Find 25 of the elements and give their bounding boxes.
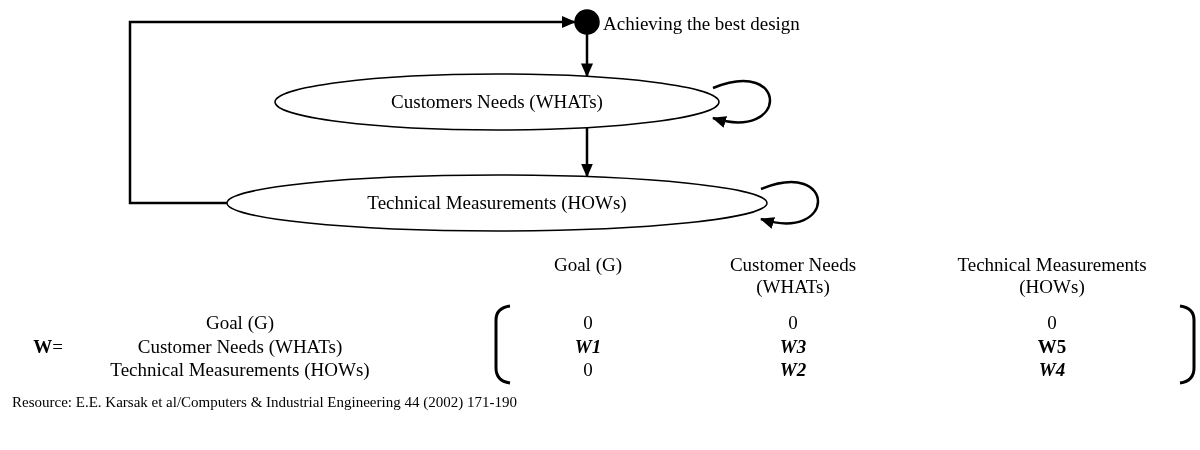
row-header: Goal (G)	[205, 312, 275, 334]
arrow	[581, 127, 593, 178]
node-caption: Achieving the best design	[603, 13, 800, 35]
loop-arrow	[712, 79, 772, 127]
matrix-entry: W3	[779, 336, 807, 358]
matrix-entry: 0	[788, 312, 798, 334]
column-header: Technical Measurements (HOWs)	[956, 254, 1148, 298]
matrix-name: W=	[33, 336, 63, 358]
matrix-entry: 0	[583, 359, 593, 381]
node-label: Technical Measurements (HOWs)	[367, 192, 627, 214]
arrow	[581, 34, 593, 78]
column-header: Customer Needs (WHATs)	[728, 254, 858, 298]
loop-arrow	[760, 180, 820, 228]
matrix-entry: 0	[583, 312, 593, 334]
row-header: Technical Measurements (HOWs)	[110, 359, 370, 381]
matrix-entry: W2	[779, 359, 807, 381]
matrix-entry: 0	[1047, 312, 1057, 334]
node-label: Customers Needs (WHATs)	[391, 91, 603, 113]
arrow	[128, 16, 576, 205]
matrix-entry: W4	[1038, 359, 1066, 381]
source-note: Resource: E.E. Karsak et al/Computers & Industrial Engineering 44 (2002) 171-190	[12, 393, 517, 412]
row-header: Customer Needs (WHATs)	[137, 336, 343, 358]
matrix-entry: W5	[1037, 336, 1067, 358]
matrix-entry: W1	[574, 336, 602, 358]
column-header: Goal (G)	[553, 254, 623, 276]
